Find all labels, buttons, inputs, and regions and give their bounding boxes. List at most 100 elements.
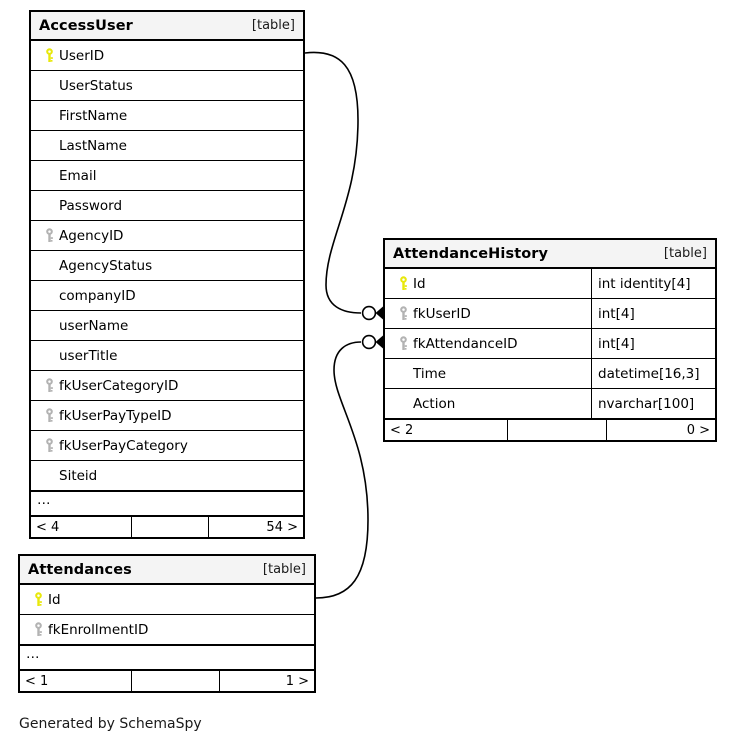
optional-marker-circle (361, 305, 377, 321)
column-row[interactable]: UserID (31, 41, 303, 71)
column-row[interactable]: Action nvarchar[100] (385, 389, 715, 418)
column-name: UserStatus (59, 77, 133, 94)
parent-relation-count: < 1 (25, 673, 49, 689)
column-name-cell: Email (31, 161, 303, 190)
gray-key-icon (393, 336, 413, 351)
column-name-cell: userName (31, 311, 303, 340)
yellow-key-icon (28, 592, 48, 607)
column-row[interactable]: Email (31, 161, 303, 191)
many-arrowhead (375, 335, 383, 349)
child-relation-count: 54 > (208, 517, 303, 537)
table-header-accessuser: AccessUser [table] (31, 12, 303, 41)
column-name: userName (59, 317, 129, 334)
column-list: Id fkEnrollmentID (20, 585, 314, 644)
column-name: Siteid (59, 467, 98, 484)
column-name: fkAttendanceID (413, 335, 518, 352)
table-title: Attendances (28, 561, 132, 578)
footer-middle-cell (507, 420, 606, 440)
column-name-cell: AgencyStatus (31, 251, 303, 280)
column-name: FirstName (59, 107, 128, 124)
column-name-cell: UserID (31, 41, 303, 70)
table-title: AccessUser (39, 17, 133, 34)
column-row[interactable]: AgencyID (31, 221, 303, 251)
column-row[interactable]: AgencyStatus (31, 251, 303, 281)
relationship-attendances-attendancehistory (315, 334, 383, 599)
gray-key-icon (393, 306, 413, 321)
parent-relation-count: < 2 (390, 422, 414, 438)
column-name: Id (48, 591, 61, 608)
yellow-key-icon (393, 276, 413, 291)
column-name: AgencyID (59, 227, 124, 244)
column-name: userTitle (59, 347, 118, 364)
relationship-accessuser-attendancehistory (304, 51, 383, 321)
gray-key-icon (28, 622, 48, 637)
column-name-cell: userTitle (31, 341, 303, 370)
column-type-cell: int[4] (591, 299, 715, 328)
table-header-attendancehistory: AttendanceHistory[table] (385, 240, 715, 269)
table-type-tag: [table] (663, 246, 707, 261)
column-row[interactable]: FirstName (31, 101, 303, 131)
column-row[interactable]: fkUserPayCategory (31, 431, 303, 461)
column-name-cell: fkUserPayCategory (31, 431, 303, 460)
column-type-cell: nvarchar[100] (591, 389, 715, 418)
column-row[interactable]: Password (31, 191, 303, 221)
column-name: AgencyStatus (59, 257, 153, 274)
gray-key-icon (39, 378, 59, 393)
gray-key-icon (39, 438, 59, 453)
column-name: fkEnrollmentID (48, 621, 149, 638)
many-arrowhead (375, 306, 383, 320)
column-name: fkUserPayCategory (59, 437, 188, 454)
table-type-tag: [table] (251, 18, 295, 33)
column-name-cell: fkUserID (385, 299, 591, 328)
column-row[interactable]: fkUserID int[4] (385, 299, 715, 329)
column-row[interactable]: fkEnrollmentID (20, 615, 314, 644)
column-name: fkUserCategoryID (59, 377, 179, 394)
column-row[interactable]: companyID (31, 281, 303, 311)
column-type-cell: int[4] (591, 329, 715, 358)
footer-middle-cell (131, 517, 208, 537)
column-name: LastName (59, 137, 127, 154)
column-row[interactable]: Id (20, 585, 314, 615)
column-type: datetime[16,3] (598, 365, 700, 382)
column-row[interactable]: fkUserPayTypeID (31, 401, 303, 431)
column-name-cell: Id (20, 585, 314, 614)
yellow-key-icon (39, 48, 59, 63)
column-row[interactable]: Siteid (31, 461, 303, 490)
column-name-cell: FirstName (31, 101, 303, 130)
more-columns-row: … (31, 490, 303, 517)
optional-marker-circle (361, 334, 377, 350)
column-name: Password (59, 197, 123, 214)
column-name-cell: fkUserPayTypeID (31, 401, 303, 430)
column-name: Time (413, 365, 447, 382)
column-row[interactable]: userName (31, 311, 303, 341)
column-type: int[4] (598, 305, 635, 322)
table-type-tag: [table] (262, 562, 306, 577)
column-row[interactable]: userTitle (31, 341, 303, 371)
column-name: fkUserPayTypeID (59, 407, 172, 424)
column-row[interactable]: fkAttendanceID int[4] (385, 329, 715, 359)
gray-key-icon (39, 228, 59, 243)
column-row[interactable]: Time datetime[16,3] (385, 359, 715, 389)
column-type: int[4] (598, 335, 635, 352)
column-name-cell: fkUserCategoryID (31, 371, 303, 400)
table-header-attendances: Attendances [table] (20, 556, 314, 585)
column-name-cell: Siteid (31, 461, 303, 490)
column-type: nvarchar[100] (598, 395, 695, 412)
column-name-cell: AgencyID (31, 221, 303, 250)
column-row[interactable]: LastName (31, 131, 303, 161)
column-name-cell: LastName (31, 131, 303, 160)
column-row[interactable]: fkUserCategoryID (31, 371, 303, 401)
column-name: Action (413, 395, 456, 412)
child-relation-count: 1 > (219, 671, 314, 691)
column-name-cell: companyID (31, 281, 303, 310)
generated-by-caption: Generated by SchemaSpy (19, 716, 202, 732)
column-row[interactable]: UserStatus (31, 71, 303, 101)
column-name-cell: fkEnrollmentID (20, 615, 314, 644)
table-footer: < 1 1 > (20, 671, 314, 691)
